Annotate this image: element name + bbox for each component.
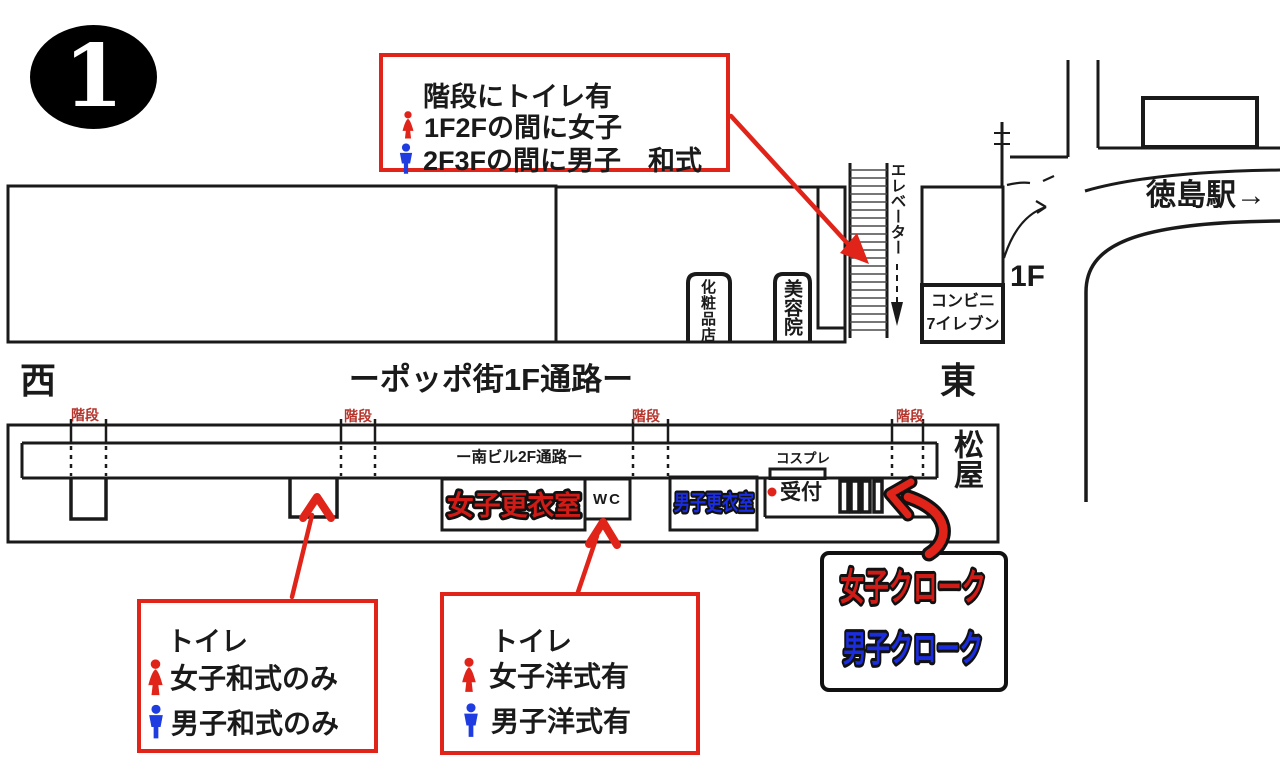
toilet-center-male-line: 男子洋式有 — [491, 706, 632, 737]
floor2-structure — [6, 419, 1000, 544]
floor1-building-outline — [6, 184, 1005, 344]
cosplay-table — [768, 467, 827, 480]
beauty-salon-label: 美容院 — [781, 279, 802, 336]
cloak-info-box — [820, 551, 1008, 692]
wc-label: WC — [593, 490, 622, 508]
stair-label-4: 階段 — [896, 408, 924, 424]
arrow-to-cloak-racks — [883, 475, 951, 562]
arrow-to-staircase — [728, 113, 869, 264]
female-icon — [459, 656, 479, 694]
matsuya-label: 松屋 — [949, 429, 982, 489]
west-label: 西 — [20, 360, 57, 401]
toilet-center-title: トイレ — [491, 627, 572, 657]
toilet-west-title: トイレ — [167, 627, 248, 657]
stair-label-1: 階段 — [71, 407, 99, 423]
toilet-info-box-west: トイレ 女子和式のみ 男子和式のみ — [137, 599, 378, 753]
minami-corridor-title: ー南ビル2F通路ー — [456, 449, 583, 466]
reception-dot — [767, 487, 777, 497]
map-number-badge: 1 — [30, 25, 157, 129]
convenience-store-line1: コンビニ — [930, 292, 995, 310]
staircase-1f — [848, 163, 889, 338]
toilet-west-male-line: 男子和式のみ — [171, 708, 340, 739]
poppo-corridor-title: ーポッポ街1F通路ー — [348, 362, 634, 397]
stair-shaft-walls — [69, 419, 925, 443]
arrow-to-wc — [575, 518, 621, 595]
stair-label-2: 階段 — [344, 408, 372, 424]
stairs-toilet-title: 階段にトイレ有 — [423, 82, 612, 112]
cloak-rack-bars — [838, 479, 884, 514]
mens-changing-room-box — [668, 475, 759, 532]
toilet-west-female-line: 女子和式のみ — [170, 663, 339, 694]
badge-number: 1 — [63, 26, 124, 127]
stair-label-3: 階段 — [632, 408, 660, 424]
female-icon — [145, 658, 166, 697]
east-label: 東 — [940, 360, 977, 401]
reception-label: 受付 — [780, 481, 822, 504]
toilet-stub-mid — [288, 478, 339, 519]
cosmetics-shop-label: 化粧品店 — [699, 279, 716, 343]
elevator-label: エレベーター — [888, 162, 906, 255]
hand-drawn-marks — [1002, 174, 1055, 259]
toilet-stub-west — [69, 478, 108, 521]
toilet-center-female-line: 女子洋式有 — [489, 661, 630, 692]
stairs-toilet-info-box: 階段にトイレ有 1F2Fの間に女子 2F3Fの間に男子 和式 — [379, 53, 730, 176]
convenience-store-line2: 7イレブン — [926, 316, 1000, 333]
station-side-building — [1141, 96, 1259, 149]
station-direction-label: 徳島駅→ — [1146, 179, 1266, 212]
stairs-toilet-female-line: 1F2Fの間に女子 — [424, 112, 623, 143]
womens-changing-room-box — [440, 477, 587, 532]
female-icon — [400, 110, 416, 140]
womens-changing-room-sign: 女子更衣室 — [447, 490, 581, 521]
male-icon — [397, 143, 415, 175]
floor-1f-label: 1F — [1010, 260, 1046, 293]
arrow-to-west-toilet — [289, 493, 335, 600]
toilet-info-box-center: トイレ 女子洋式有 男子洋式有 — [440, 592, 700, 755]
cosplay-label: コスプレ — [776, 451, 830, 466]
male-icon — [146, 703, 166, 741]
mens-changing-room-sign: 男子更衣室 — [674, 491, 754, 515]
male-icon — [461, 702, 481, 739]
stairs-toilet-male-line: 2F3Fの間に男子 和式 — [423, 146, 703, 176]
elevator-arrow — [891, 264, 903, 326]
